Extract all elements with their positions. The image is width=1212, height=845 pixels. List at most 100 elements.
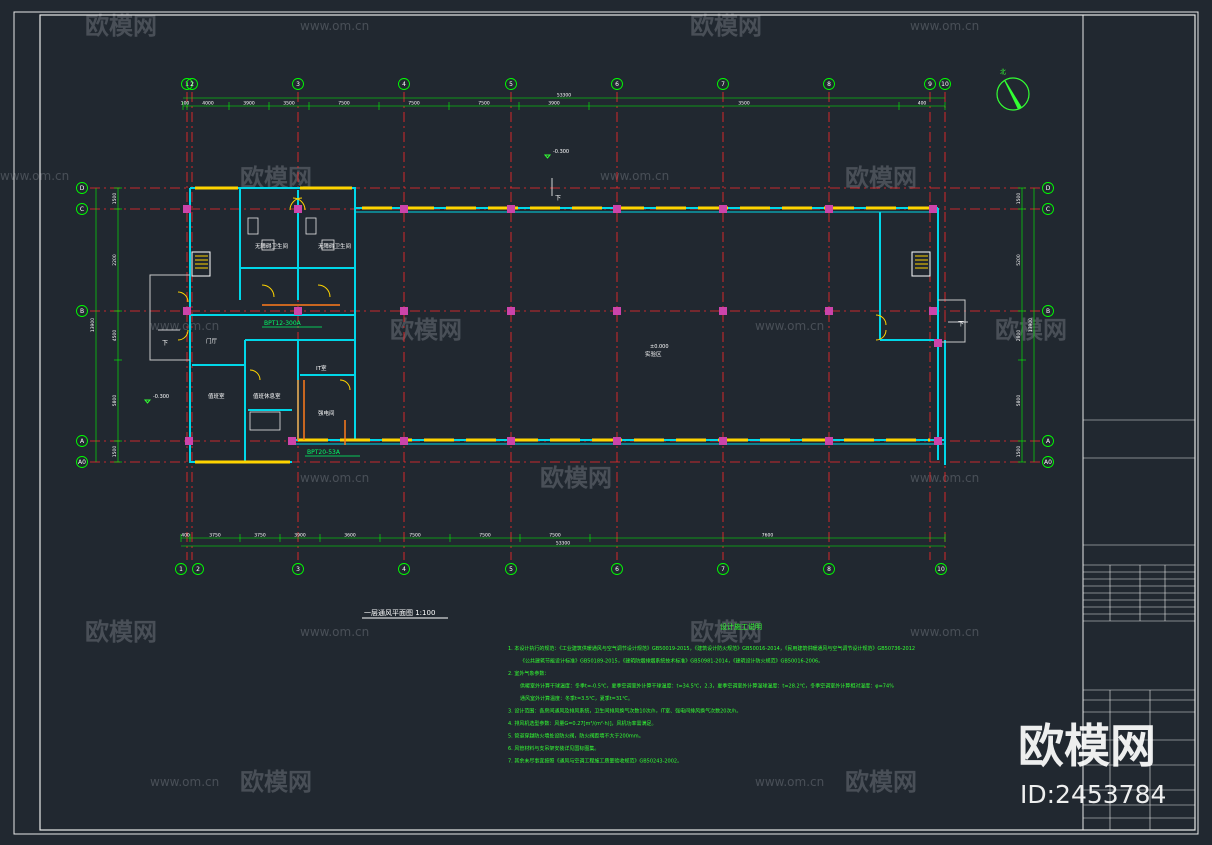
axis-bubble-top: 4 xyxy=(398,78,410,90)
svg-text:北: 北 xyxy=(1000,68,1006,76)
axis-bubble-label: 6 xyxy=(615,81,619,88)
axis-bubble-bottom: 3 xyxy=(292,563,304,575)
axis-bubble-label: 5 xyxy=(509,566,513,573)
dimension-value: 5800 xyxy=(112,395,118,407)
axis-bubble-label: 9 xyxy=(928,81,932,88)
watermark-brand: 欧模网 xyxy=(85,12,157,40)
axis-bubble-label: 1 xyxy=(179,566,183,573)
axis-bubble-bottom: 6 xyxy=(611,563,623,575)
dimension-value: 1500 xyxy=(112,193,118,205)
axis-bubble-circle xyxy=(186,78,198,90)
axis-bubble-top: 5 xyxy=(505,78,517,90)
axis-bubble-circle xyxy=(717,563,729,575)
watermark-brand: 欧模网 xyxy=(240,768,312,796)
axis-bubble-circle xyxy=(611,78,623,90)
column xyxy=(183,205,191,213)
axis-bubble-top: 9 xyxy=(924,78,936,90)
axis-bubble-label: C xyxy=(1046,206,1050,213)
dimension-value: 7600 xyxy=(762,533,774,539)
entry-arrows: 下 下 下 xyxy=(158,178,968,347)
design-note-line: 供暖室外计算干球温度：冬季t=-0.5℃，夏季空调室外计算干球温度：t=34.5… xyxy=(520,683,894,690)
stair-symbols xyxy=(191,251,931,277)
column xyxy=(719,205,727,213)
axis-bubble-circle xyxy=(505,563,517,575)
design-note-line: 通风室外计算温度：冬季t=3.5℃，夏季t=31℃。 xyxy=(520,695,633,702)
column xyxy=(294,307,302,315)
column xyxy=(400,437,408,445)
axis-bubble-circle xyxy=(1042,182,1054,194)
entrance-canopies xyxy=(149,274,966,361)
dimension-value: 5800 xyxy=(1016,395,1022,407)
axis-bubble-label: 10 xyxy=(941,81,949,88)
watermark-url: www.om.cn xyxy=(300,19,369,33)
axis-bubble-top: 7 xyxy=(717,78,729,90)
axis-bubble-circle xyxy=(76,435,88,447)
watermark-brand: 欧模网 xyxy=(85,618,157,646)
room-label-lab-area: 实验区 xyxy=(645,350,662,358)
axis-bubble-label: D xyxy=(1046,185,1051,192)
axis-bubble-circle xyxy=(611,563,623,575)
design-note-line: 2. 室外气象参数： xyxy=(508,670,549,677)
watermark-url: www.om.cn xyxy=(300,471,369,485)
stamp-brand: 欧模网 xyxy=(1018,719,1156,773)
notes-title: 设计施工说明 xyxy=(720,622,762,631)
dimension-value: 3900 xyxy=(294,533,306,539)
level-mark-west: -0.300 xyxy=(153,394,169,400)
axis-bubble-bottom: 2 xyxy=(192,563,204,575)
design-note-line: 5. 管道穿越防火墙处设防火阀，防火阀距墙不大于200mm。 xyxy=(508,733,644,740)
axis-bubble-left: A xyxy=(76,435,88,447)
column xyxy=(613,307,621,315)
fan-unit-tag-1: BPT12-300A xyxy=(264,320,302,327)
axis-bubble-label: 2 xyxy=(190,81,194,88)
entry-arrow-east: 下 xyxy=(958,321,964,328)
level-marks: -0.300 -0.300 ±0.000 xyxy=(143,149,669,404)
room-labels: 无障碍卫生间 无障碍卫生间 门厅 IT室 值班室 值班休息室 强电间 实验区 xyxy=(206,242,662,417)
axis-bubble-circle xyxy=(1042,435,1054,447)
axis-bubble-left: C xyxy=(76,203,88,215)
dimension-total: 13900 xyxy=(90,318,96,332)
axis-bubble-top: 8 xyxy=(823,78,835,90)
watermark-url: www.om.cn xyxy=(300,625,369,639)
axis-bubble-label: D xyxy=(80,185,85,192)
axis-bubble-circle xyxy=(717,78,729,90)
watermark-brand: 欧模网 xyxy=(995,316,1067,344)
axis-bubble-circle xyxy=(192,563,204,575)
dimension-value: 100 xyxy=(181,101,190,107)
axis-bubble-label: A0 xyxy=(1044,459,1052,466)
dimension-value: 400 xyxy=(181,533,190,539)
design-notes: 1. 本设计执行的规范：《工业建筑供暖通风与空气调节设计规范》GB50019-2… xyxy=(508,645,915,765)
drawing-frame xyxy=(13,11,1199,835)
axis-bubble-label: 8 xyxy=(827,566,831,573)
dimension-value: 7500 xyxy=(479,533,491,539)
axis-bubble-label: B xyxy=(1046,308,1050,315)
watermark-url: www.om.cn xyxy=(0,169,69,183)
dimension-value: 1500 xyxy=(1016,446,1022,458)
axis-bubble-circle xyxy=(1042,456,1054,468)
watermark-url: www.om.cn xyxy=(910,625,979,639)
structural-columns xyxy=(183,205,942,445)
axis-bubble-right: C xyxy=(1042,203,1054,215)
level-mark-interior: ±0.000 xyxy=(650,344,669,350)
axis-bubble-label: 6 xyxy=(615,566,619,573)
column xyxy=(825,437,833,445)
axis-bubble-left: B xyxy=(76,305,88,317)
axis-bubble-bottom: 5 xyxy=(505,563,517,575)
axis-bubble-right: D xyxy=(1042,182,1054,194)
axis-bubble-circle xyxy=(939,78,951,90)
axis-bubble-top: 1 xyxy=(181,78,193,90)
dimension-value: 3750 xyxy=(254,533,266,539)
room-label-accessible-wc-2: 无障碍卫生间 xyxy=(318,242,351,250)
watermark-brand: 欧模网 xyxy=(845,768,917,796)
axis-bubble-label: 8 xyxy=(827,81,831,88)
dimension-value: 400 xyxy=(918,101,927,107)
dimension-value: 7500 xyxy=(549,533,561,539)
axis-bubble-circle xyxy=(76,456,88,468)
axis-bubble-circle xyxy=(1042,305,1054,317)
dimension-value: 3750 xyxy=(209,533,221,539)
column xyxy=(400,307,408,315)
watermark-url: www.om.cn xyxy=(150,319,219,333)
axis-bubble-label: A0 xyxy=(78,459,86,466)
